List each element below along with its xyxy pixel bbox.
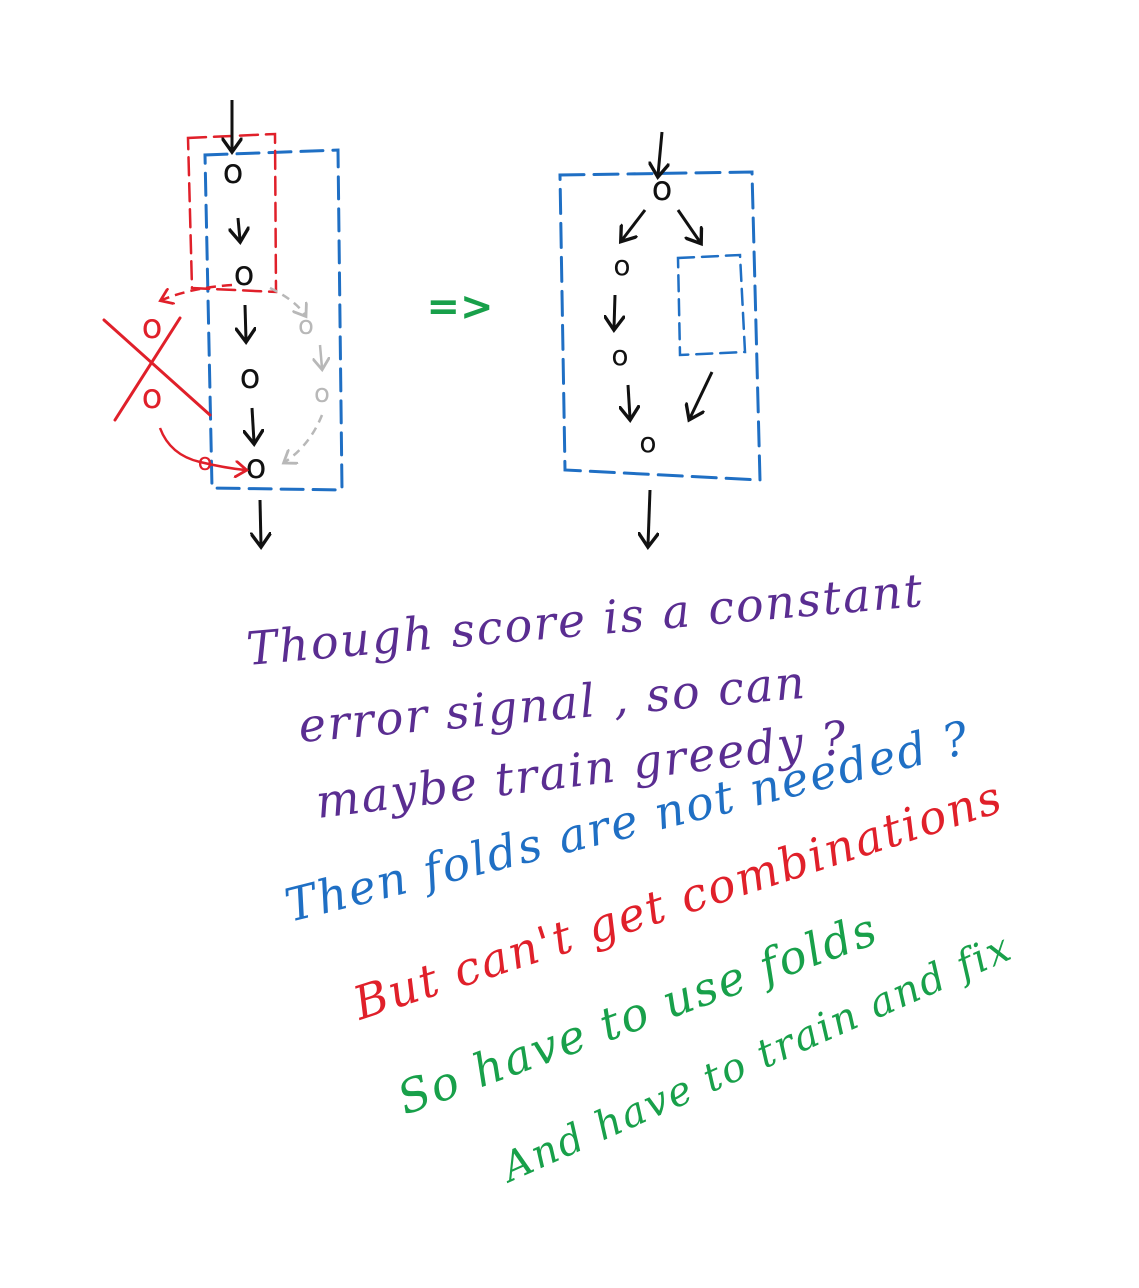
left-diagram: o o o o o o o o o xyxy=(102,100,344,545)
right-arrow-top-right xyxy=(676,209,700,242)
grey-bypass-arrow-mid xyxy=(320,344,322,368)
right-node-bottom: o xyxy=(639,426,656,459)
left-blue-dashed-box xyxy=(203,148,344,492)
red-detour-node-1: o xyxy=(142,307,163,347)
grey-bypass-node-2: o xyxy=(314,379,330,409)
left-node-4: o xyxy=(246,447,267,487)
implies-symbol: => xyxy=(426,284,493,330)
red-detour-return-arrow xyxy=(158,427,245,470)
right-output-arrow xyxy=(648,489,650,545)
right-inner-dashed-box xyxy=(676,253,747,357)
handwritten-notes: Though score is a constant error signal … xyxy=(244,563,1019,1193)
left-grey-bypass-arrow xyxy=(269,286,305,315)
red-detour-node-3: o xyxy=(198,448,213,476)
grey-bypass-return-arrow xyxy=(285,414,324,462)
right-node-top: o xyxy=(652,169,673,209)
left-arrow-2-3 xyxy=(245,304,246,340)
right-arrow-top-left xyxy=(622,209,647,240)
note-line-1: Though score is a constant xyxy=(244,563,926,676)
left-red-detour-arrow xyxy=(162,283,233,300)
right-node-left-1: o xyxy=(613,249,630,282)
grey-bypass-node-1: o xyxy=(298,311,314,341)
right-node-left-2: o xyxy=(611,339,628,372)
left-output-arrow xyxy=(260,499,261,545)
right-blue-dashed-box xyxy=(558,170,762,482)
left-arrow-3-4 xyxy=(252,407,254,442)
left-arrow-1-2 xyxy=(238,217,240,240)
left-node-1: o xyxy=(223,152,244,192)
right-diagram: o o o o xyxy=(558,131,762,545)
right-arrow-left-2-3 xyxy=(628,384,630,418)
red-cross-mark xyxy=(102,316,212,422)
red-detour-node-2: o xyxy=(142,377,163,417)
left-node-2: o xyxy=(234,254,255,294)
right-arrow-left-1-2 xyxy=(614,294,615,328)
right-arrow-inner-to-bottom xyxy=(690,371,714,418)
right-input-arrow xyxy=(658,131,662,175)
left-node-3: o xyxy=(240,357,261,397)
